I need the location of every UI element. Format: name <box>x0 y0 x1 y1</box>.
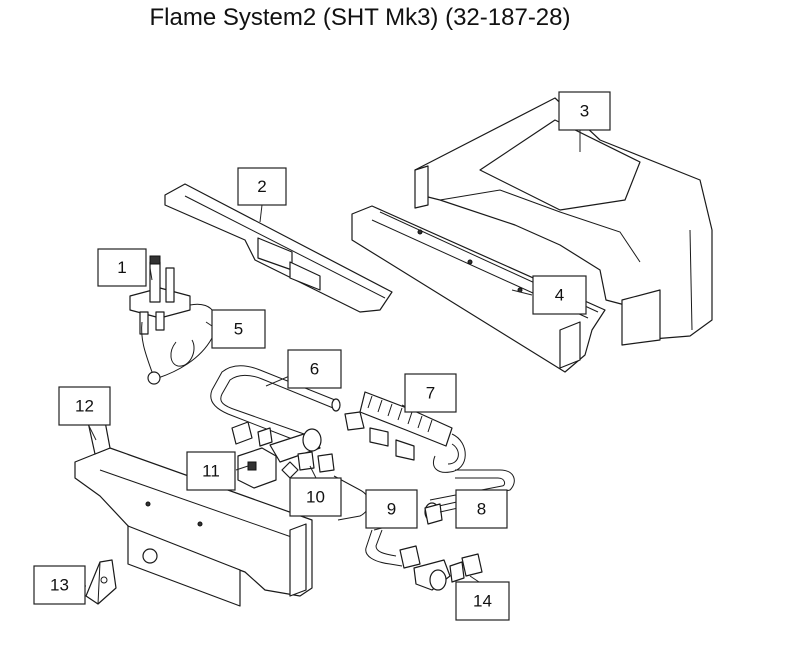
callout-3: 3 <box>558 91 611 131</box>
callout-8: 8 <box>455 489 508 529</box>
callout-13: 13 <box>33 565 86 605</box>
callout-1-label: 1 <box>117 258 126 277</box>
callout-7-label: 7 <box>426 384 435 403</box>
callout-13-label: 13 <box>50 576 69 595</box>
callout-11-label: 11 <box>202 462 220 481</box>
callout-12-label: 12 <box>75 397 94 416</box>
callout-14: 14 <box>455 581 510 621</box>
callout-2-label: 2 <box>257 177 266 196</box>
part-8-pipe-fitting <box>424 469 515 525</box>
callout-10-label: 10 <box>306 488 325 507</box>
callout-5-label: 5 <box>234 320 243 339</box>
part-3-burner-housing <box>414 97 713 346</box>
part-11-gas-valve <box>237 428 322 489</box>
part-14-elbow-fittings <box>399 545 483 591</box>
callout-3-label: 3 <box>580 102 589 121</box>
callout-9-label: 9 <box>387 500 396 519</box>
callout-5: 5 <box>211 309 266 349</box>
part-4-front-rail <box>351 205 606 373</box>
callout-6: 6 <box>287 349 342 389</box>
callout-8-label: 8 <box>477 500 486 519</box>
callout-4-label: 4 <box>555 286 564 305</box>
part-13-wedge-bracket <box>85 559 117 605</box>
part-2-upper-rail <box>164 183 393 313</box>
callout-1: 1 <box>97 248 147 287</box>
part-1-pilot-assembly <box>129 255 191 335</box>
callout-2: 2 <box>237 167 287 206</box>
callout-6-label: 6 <box>310 360 319 379</box>
part-6-gas-pipe <box>210 365 341 443</box>
part-10-fittings <box>231 421 335 473</box>
callout-9: 9 <box>365 489 418 529</box>
diagram-title: Flame System2 (SHT Mk3) (32-187-28) <box>149 4 571 31</box>
callout-4: 4 <box>532 275 587 315</box>
callout-11: 11 <box>186 451 236 491</box>
callout-10: 10 <box>289 477 342 517</box>
part-7-flexible-hose <box>344 391 466 473</box>
callout-7: 7 <box>404 373 457 413</box>
callout-14-label: 14 <box>473 592 492 611</box>
callout-12: 12 <box>58 386 111 426</box>
